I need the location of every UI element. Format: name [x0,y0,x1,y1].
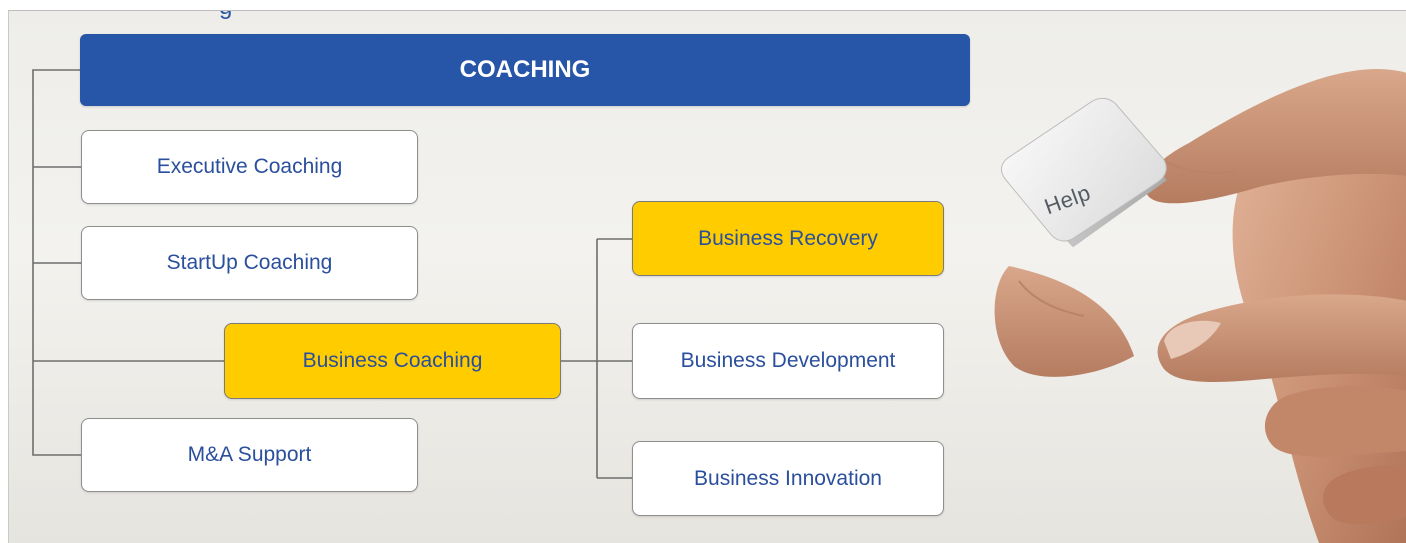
thumb-shape [1145,68,1406,204]
connector-lines [32,69,632,479]
diagram-panel: g COACHING Executive Coaching StartUp Co… [8,10,1406,543]
ring-finger-shape [1323,465,1406,525]
coaching-header: COACHING [80,34,970,106]
index-finger-shape [1157,294,1406,382]
node-business-development: Business Development [632,323,944,399]
node-startup-coaching: StartUp Coaching [81,226,418,300]
node-business-recovery: Business Recovery [632,201,944,276]
help-keycap [1000,97,1167,248]
slide-title-fragment: g [219,11,232,19]
index-nail [1164,320,1221,359]
middle-finger-shape [1265,386,1406,457]
node-executive-coaching: Executive Coaching [81,130,418,204]
node-business-coaching: Business Coaching [224,323,561,399]
node-ma-support: M&A Support [81,418,418,492]
node-business-innovation: Business Innovation [632,441,944,516]
hand-holding-help-key-illustration [994,68,1406,543]
